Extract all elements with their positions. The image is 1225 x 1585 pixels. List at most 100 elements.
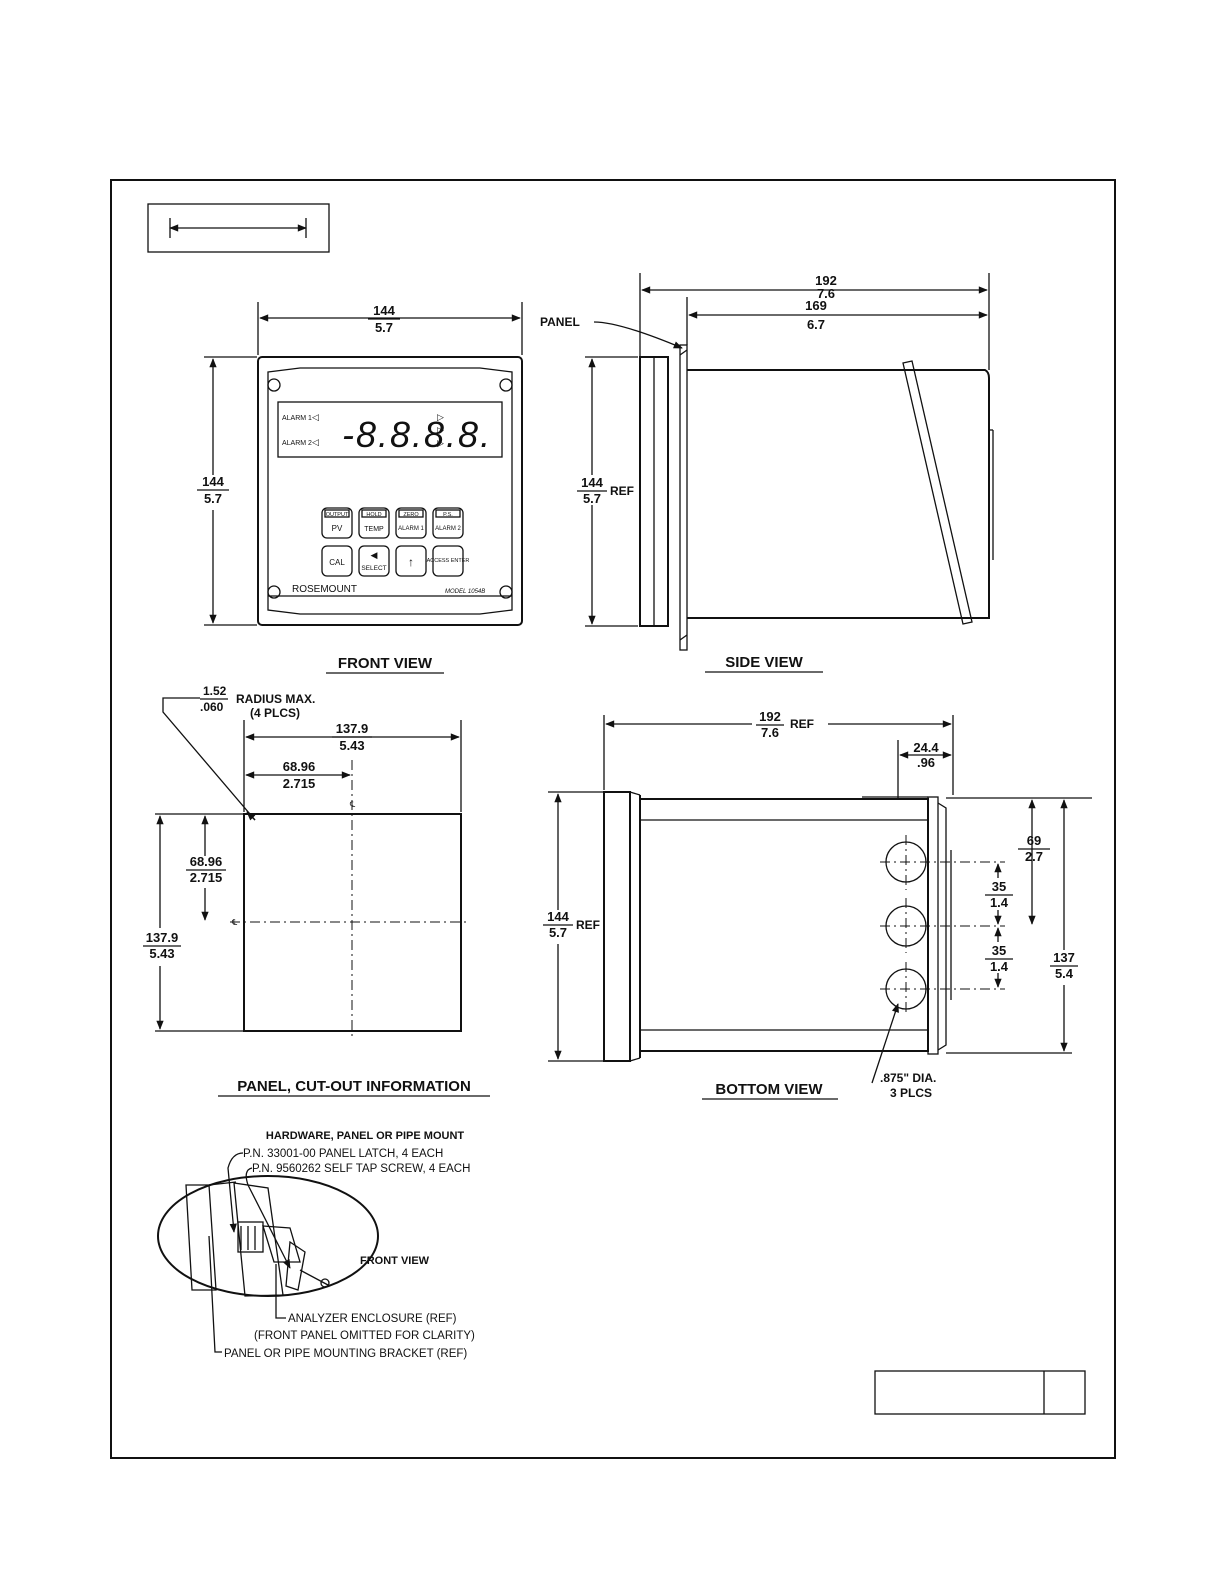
alarm1-label: ALARM 1 bbox=[282, 415, 312, 422]
front-height-in: 5.7 bbox=[204, 491, 222, 506]
side-height-ref: REF bbox=[610, 484, 634, 498]
svg-text:PV: PV bbox=[332, 524, 343, 533]
bottom-d3-mm: 35 bbox=[992, 943, 1006, 958]
cutout-height-in: 5.43 bbox=[149, 946, 174, 961]
radius-mm: 1.52 bbox=[203, 684, 227, 698]
side-overall-in: 7.6 bbox=[817, 286, 835, 301]
cutout-title: PANEL, CUT-OUT INFORMATION bbox=[237, 1078, 471, 1095]
svg-text:TEMP: TEMP bbox=[364, 526, 384, 533]
svg-text:OUTPUT: OUTPUT bbox=[326, 512, 349, 518]
screw-label: P.N. 9560262 SELF TAP SCREW, 4 EACH bbox=[252, 1163, 470, 1175]
key-select[interactable]: ◀ SELECT bbox=[358, 545, 390, 577]
bottom-d2-in: 1.4 bbox=[990, 895, 1009, 910]
mounting-latch bbox=[902, 360, 973, 625]
bottom-housing bbox=[640, 798, 929, 1052]
bottom-offset-mm: 24.4 bbox=[913, 740, 939, 755]
brand-label: ROSEMOUNT bbox=[292, 584, 357, 595]
svg-text:▷: ▷ bbox=[437, 438, 444, 448]
panel-latch bbox=[237, 1221, 264, 1253]
corner-screw bbox=[267, 585, 281, 599]
svg-text:▷: ▷ bbox=[437, 425, 444, 435]
svg-text:℄: ℄ bbox=[231, 918, 238, 927]
svg-text:◀: ◀ bbox=[371, 550, 378, 560]
corner-screw bbox=[267, 378, 281, 392]
svg-text:ZERO: ZERO bbox=[403, 512, 419, 518]
bottom-d3-in: 1.4 bbox=[990, 959, 1009, 974]
display-digits: -8.8.8.8. bbox=[342, 414, 492, 455]
bottom-view-title: BOTTOM VIEW bbox=[715, 1081, 823, 1098]
enclosure-section bbox=[233, 1182, 284, 1297]
side-depth-in: 6.7 bbox=[807, 317, 825, 332]
bottom-d4-mm: 137 bbox=[1053, 950, 1075, 965]
svg-text:ALARM 2: ALARM 2 bbox=[435, 526, 461, 532]
front-width-in: 5.7 bbox=[375, 320, 393, 335]
bottom-height-ref: REF bbox=[576, 918, 600, 932]
svg-text:◁: ◁ bbox=[312, 437, 319, 447]
self-tap-screw bbox=[299, 1269, 329, 1286]
key-access-enter[interactable]: ACCESS ENTER bbox=[427, 545, 470, 577]
svg-text:HOLD: HOLD bbox=[366, 512, 381, 518]
side-view: 192 7.6 169 6.7 PANEL 144 5.7 REF SIDE V… bbox=[540, 273, 994, 673]
hole-label: .875" DIA. bbox=[880, 1071, 936, 1085]
svg-text:SELECT: SELECT bbox=[361, 565, 386, 572]
cutout-height-mm: 137.9 bbox=[146, 930, 179, 945]
svg-text:▷: ▷ bbox=[437, 412, 444, 422]
display-window bbox=[277, 401, 503, 458]
svg-text:CAL: CAL bbox=[329, 558, 345, 567]
key-up[interactable]: ↑ bbox=[395, 545, 427, 577]
hardware-title: HARDWARE, PANEL OR PIPE MOUNT bbox=[266, 1130, 464, 1142]
drawing-border bbox=[110, 179, 1116, 1459]
bottom-d1-mm: 69 bbox=[1027, 833, 1041, 848]
title-block bbox=[874, 1370, 1086, 1415]
enclosure-note: (FRONT PANEL OMITTED FOR CLARITY) bbox=[254, 1330, 475, 1342]
side-overall-mm: 192 bbox=[815, 273, 837, 288]
svg-text:↑: ↑ bbox=[408, 555, 414, 569]
cutout-width-mm: 137.9 bbox=[336, 721, 369, 736]
bottom-overall-mm: 192 bbox=[759, 709, 781, 724]
front-height-mm: 144 bbox=[202, 474, 224, 489]
hardware-detail: HARDWARE, PANEL OR PIPE MOUNT P.N. 33001… bbox=[157, 1130, 475, 1360]
bottom-d1-in: 2.7 bbox=[1025, 849, 1043, 864]
mounting-bracket bbox=[185, 1184, 217, 1291]
cutout-halfwidth-in: 2.715 bbox=[283, 776, 316, 791]
hardware-front-view: FRONT VIEW bbox=[360, 1255, 430, 1267]
corner-screw bbox=[499, 585, 513, 599]
front-width-mm: 144 bbox=[373, 303, 395, 318]
cutout-halfwidth-mm: 68.96 bbox=[283, 759, 316, 774]
bottom-view: 192 7.6 REF 24.4 .96 144 5.7 REF bbox=[543, 709, 1092, 1100]
key-zero-alarm1[interactable]: ZERO ALARM 1 bbox=[395, 507, 427, 539]
scale-box bbox=[147, 203, 330, 253]
model-label: MODEL 1054B bbox=[445, 589, 485, 595]
svg-text:℄: ℄ bbox=[349, 800, 356, 809]
bottom-overall-ref: REF bbox=[790, 717, 814, 731]
front-view-title: FRONT VIEW bbox=[338, 655, 433, 672]
side-housing bbox=[687, 369, 990, 619]
key-hold-temp[interactable]: HOLD TEMP bbox=[358, 507, 390, 539]
panel-label: PANEL bbox=[540, 315, 580, 329]
key-output-pv[interactable]: OUTPUT PV bbox=[321, 507, 353, 539]
alarm2-label: ALARM 2 bbox=[282, 440, 312, 447]
corner-screw bbox=[499, 378, 513, 392]
side-view-title: SIDE VIEW bbox=[725, 654, 803, 671]
bottom-height-mm: 144 bbox=[547, 909, 569, 924]
radius-in: .060 bbox=[200, 700, 224, 714]
cutout-halfheight-mm: 68.96 bbox=[190, 854, 223, 869]
cutout-view: 1.52 .060 RADIUS MAX. (4 PLCS) 137.9 5.4… bbox=[143, 684, 490, 1097]
key-ps-alarm2[interactable]: P.S. ALARM 2 bbox=[432, 507, 464, 539]
bottom-offset-in: .96 bbox=[917, 755, 935, 770]
cutout-width-in: 5.43 bbox=[339, 738, 364, 753]
hole-count: 3 PLCS bbox=[890, 1086, 932, 1100]
side-height-mm: 144 bbox=[581, 475, 603, 490]
key-cal[interactable]: CAL bbox=[321, 545, 353, 577]
bottom-d2-mm: 35 bbox=[992, 879, 1006, 894]
bottom-d4-in: 5.4 bbox=[1055, 966, 1074, 981]
svg-text:ALARM 1: ALARM 1 bbox=[398, 526, 424, 532]
front-bezel bbox=[257, 356, 523, 626]
latch-label: P.N. 33001-00 PANEL LATCH, 4 EACH bbox=[243, 1148, 443, 1160]
radius-label: RADIUS MAX. bbox=[236, 692, 315, 706]
enclosure-label: ANALYZER ENCLOSURE (REF) bbox=[288, 1313, 457, 1325]
side-height-in: 5.7 bbox=[583, 491, 601, 506]
bracket-label: PANEL OR PIPE MOUNTING BRACKET (REF) bbox=[224, 1348, 467, 1360]
front-view: 144 5.7 144 5.7 ALARM 1 ALARM 2 ◁ ◁ -8.8… bbox=[197, 302, 523, 674]
